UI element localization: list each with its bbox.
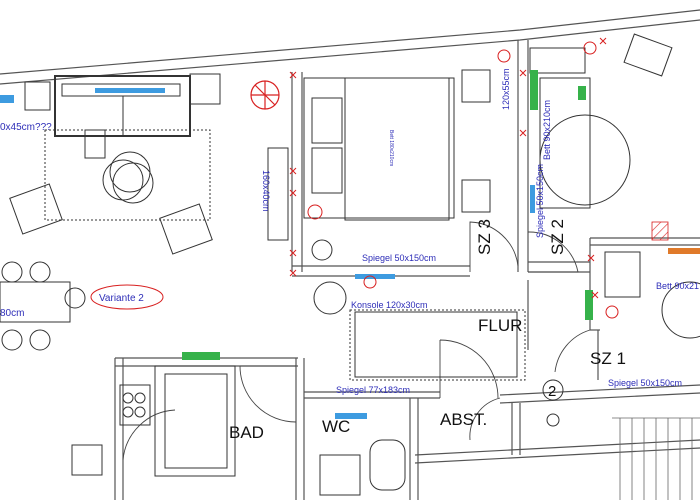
note-bed-sz1: Bett 90x21 [656, 281, 699, 291]
orange-bar [668, 248, 700, 254]
note-variante: Variante 2 [99, 293, 144, 304]
staircase [612, 417, 700, 500]
lamp-x-icon [289, 37, 607, 299]
sofa-mirror [95, 88, 165, 93]
note-mirror-wc: Spiegel 77x183cm [336, 385, 410, 395]
room-label-sz3: SZ 3 [475, 219, 494, 255]
circle-marker [542, 379, 564, 401]
green-marker-sz1 [585, 290, 593, 320]
hatched-shaft [651, 221, 669, 241]
mirror-sz2 [530, 185, 535, 213]
note-bed-sz3: Bett 180x210cm [388, 130, 394, 166]
sz2-furniture [529, 33, 700, 339]
variante-cloud [90, 284, 164, 310]
green-marker-top [578, 86, 586, 100]
ceiling-fan-icon [250, 80, 280, 110]
mirror-sz3 [355, 274, 395, 279]
note-bed-sz2: Bett 90x210cm [542, 100, 552, 160]
room-label-sz1: SZ 1 [590, 349, 626, 368]
note-mirror-sz2: Spiegel 50x150cm [535, 164, 545, 238]
mirror-wc [335, 413, 367, 419]
note-console: Konsole 120x30cm [351, 300, 428, 310]
room-label-flur: FLUR [478, 316, 522, 335]
room-label-wc: WC [322, 417, 350, 436]
note-mirror-sz3: Spiegel 50x150cm [362, 253, 436, 263]
note-shelf: 160x40cm [261, 170, 271, 212]
note-mirror-sz1: Spiegel 50x150cm [608, 378, 682, 388]
note-left-edge: 0x45cm??? [0, 122, 52, 133]
green-marker-bad [182, 352, 220, 360]
mirror-left [0, 95, 14, 103]
note-left-table: 80cm [0, 308, 24, 319]
note-wardrobe-sz2: 120x55cm [501, 68, 511, 110]
sz3-furniture [267, 69, 526, 381]
living-furniture [0, 73, 221, 351]
circle-number: 2 [548, 383, 556, 400]
socket-icon [307, 41, 619, 319]
room-label-abst: ABST. [440, 410, 487, 429]
circle-small [546, 413, 560, 427]
bath-furniture [71, 365, 406, 496]
room-label-sz2: SZ 2 [548, 219, 567, 255]
green-marker-sz2 [530, 70, 538, 110]
room-label-bad: BAD [229, 423, 264, 442]
